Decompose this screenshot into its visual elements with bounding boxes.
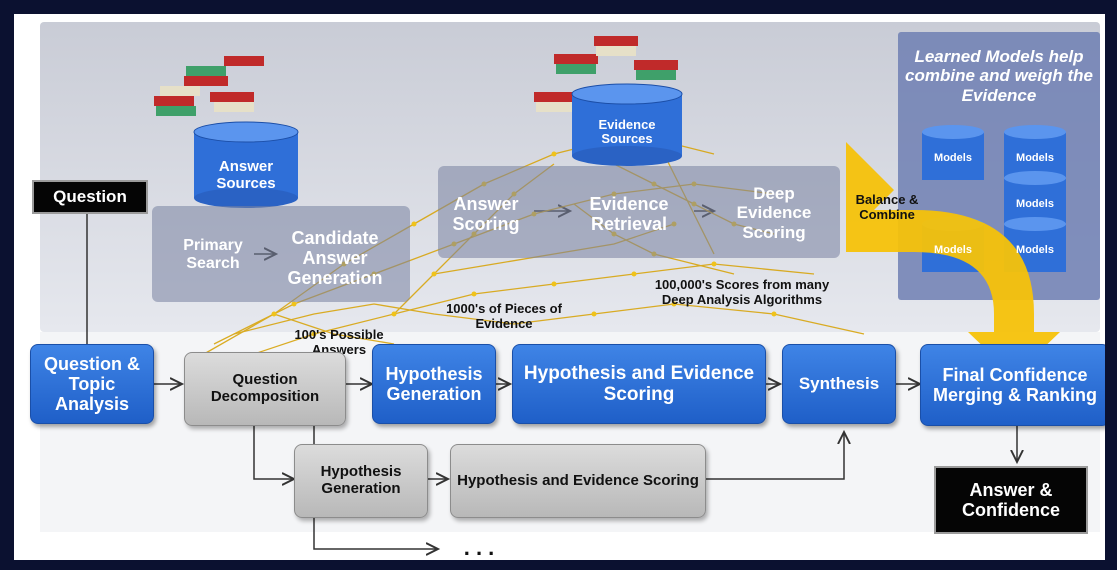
answer-scoring-node: Answer Scoring [452,193,520,234]
primary-search-node: Primary Search [183,237,243,272]
candidate-answer-generation-node: Candidate Answer Generation [287,227,383,289]
book-stack-icon-answer [154,56,264,116]
arrow-qd-branch [253,426,294,479]
arrow-branch-to-synthesis [706,432,844,480]
primary-search-panel [152,206,410,302]
answer-sources-cylinder [193,121,299,208]
models-label-5: Models [1016,244,1054,256]
question-decomposition-node: Question Decomposition [184,352,346,426]
evidence-sources-cylinder [571,83,683,166]
scoring-panel [438,166,840,258]
hypothesis-generation-main-node: Hypothesis Generation [372,344,496,424]
models-label-3: Models [1016,198,1054,210]
diagram-canvas: Answer Sources Evidence Sources Primary … [14,14,1105,560]
final-confidence-node: Final Confidence Merging & Ranking [920,344,1105,426]
models-label-2: Models [1016,152,1054,164]
question-topic-analysis-node: Question & Topic Analysis [30,344,154,424]
evidence-retrieval-node: Evidence Retrieval [589,193,669,234]
pieces-of-evidence-annotation: 1000's of Pieces of Evidence [446,301,562,331]
deep-evidence-scoring-node: Deep Evidence Scoring [736,184,812,242]
hypothesis-generation-branch-node: Hypothesis Generation [294,444,428,518]
question-node: Question [32,180,148,214]
hypothesis-evidence-scoring-branch-node: Hypothesis and Evidence Scoring [450,444,706,518]
answer-confidence-node: Answer & Confidence [934,466,1088,534]
balance-combine-label: Balance & Combine [855,192,919,222]
book-stack-icon-evidence [534,36,678,112]
possible-answers-annotation: 100's Possible Answers [294,327,384,357]
answer-sources-label: Answer Sources [216,158,276,192]
synthesis-node: Synthesis [782,344,896,424]
models-label-4: Models [934,244,972,256]
evidence-sources-label: Evidence Sources [598,117,656,147]
models-label-1: Models [934,152,972,164]
learned-models-caption: Learned Models help combine and weigh th… [905,47,1093,105]
scores-annotation: 100,000's Scores from many Deep Analysis… [654,277,830,307]
balance-combine-arrow [846,142,1060,376]
hypothesis-evidence-scoring-main-node: Hypothesis and Evidence Scoring [512,344,766,424]
ellipsis-indicator: . . . [463,534,495,560]
